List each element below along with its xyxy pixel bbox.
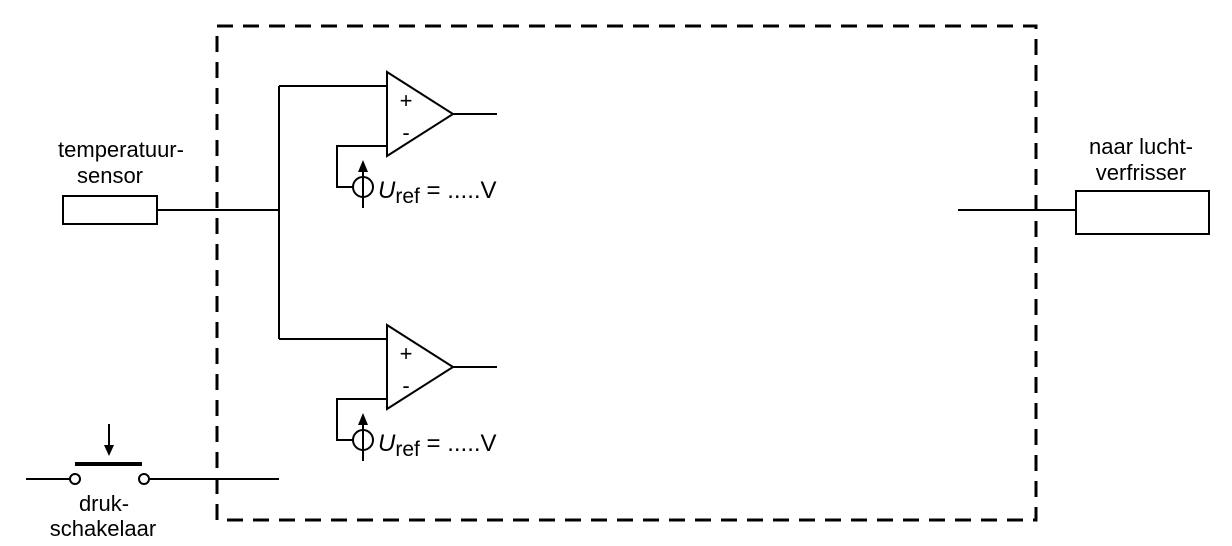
push-button-label-line2: schakelaar bbox=[50, 516, 156, 541]
lower-reference-subscript: ref bbox=[395, 438, 420, 461]
upper-comparator: + - Uref = .....V bbox=[336, 70, 497, 208]
temperature-sensor-element bbox=[62, 195, 158, 225]
air-freshener-label-line2: verfrisser bbox=[1096, 160, 1186, 185]
air-freshener-label-line1: naar lucht- bbox=[1089, 134, 1193, 159]
upper-comparator-triangle bbox=[386, 70, 455, 158]
upper-reference-voltage-label: Uref = .....V bbox=[378, 177, 497, 208]
upper-reference-wire bbox=[336, 145, 387, 188]
push-button-label-line1: druk- bbox=[79, 491, 129, 516]
temperature-sensor-label-line2: sensor bbox=[77, 163, 143, 188]
lower-reference-arrow-head-icon bbox=[358, 413, 368, 425]
switch-press-arrow-head-icon bbox=[104, 445, 114, 456]
temperature-sensor-label-line1: temperatuur- bbox=[58, 137, 184, 162]
lower-reference-wire bbox=[336, 398, 387, 441]
upper-comparator-minus-sign: - bbox=[402, 120, 409, 145]
lower-reference-voltage-label: Uref = .....V bbox=[378, 430, 497, 461]
push-button-switch: druk- schakelaar bbox=[26, 424, 279, 541]
upper-reference-value: = .....V bbox=[420, 177, 497, 204]
lower-comparator: + - Uref = .....V bbox=[336, 323, 497, 461]
upper-reference-subscript: ref bbox=[395, 185, 420, 208]
lower-comparator-minus-sign: - bbox=[402, 373, 409, 398]
upper-reference-arrow-head-icon bbox=[358, 160, 368, 172]
processing-box bbox=[215, 24, 1038, 522]
lower-reference-symbol: U bbox=[378, 430, 396, 457]
upper-reference-symbol: U bbox=[378, 177, 396, 204]
switch-right-contact bbox=[138, 473, 150, 485]
upper-comparator-plus-sign: + bbox=[400, 88, 413, 113]
lower-comparator-plus-sign: + bbox=[400, 341, 413, 366]
lower-comparator-triangle bbox=[386, 323, 455, 411]
air-freshener-element bbox=[1075, 190, 1210, 235]
lower-reference-value: = .....V bbox=[420, 430, 497, 457]
switch-left-contact bbox=[69, 473, 81, 485]
